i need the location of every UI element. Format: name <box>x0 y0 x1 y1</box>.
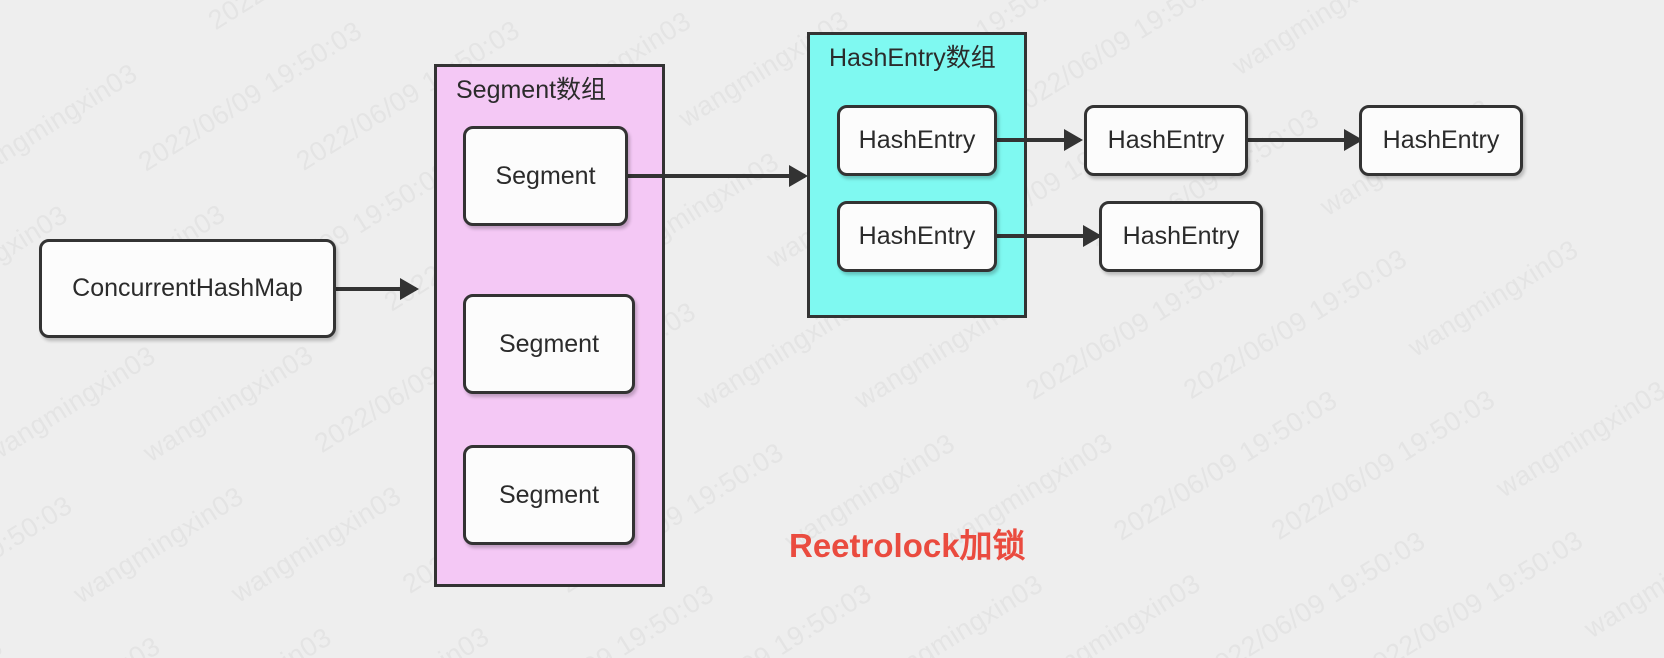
arrow-hashentry-row2-link1 <box>997 234 1099 238</box>
segment-label: Segment <box>498 480 600 509</box>
arrow-hashentry-row1-link2 <box>1248 138 1360 142</box>
hashentry-node[interactable]: HashEntry <box>837 105 997 176</box>
hashentry-label: HashEntry <box>858 222 976 250</box>
segment-node[interactable]: Segment <box>463 126 628 226</box>
segment-label: Segment <box>498 329 600 358</box>
watermark-text: wangmingxin03 <box>156 622 337 658</box>
hashentry-label: HashEntry <box>1107 126 1225 154</box>
watermark-text: 2022/06/09 19:50:03 <box>1266 383 1501 546</box>
hashentry-node[interactable]: HashEntry <box>837 201 997 272</box>
segment-label: Segment <box>495 161 596 190</box>
concurrenthashmap-label: ConcurrentHashMap <box>72 274 303 302</box>
watermark-text: wangmingxin03 <box>1402 234 1584 363</box>
arrow-hashentry-row1-link1 <box>997 138 1080 142</box>
watermark-text: wangmingxin03 <box>867 568 1049 658</box>
hashentry-label: HashEntry <box>1382 126 1500 154</box>
watermark-text: 2022/06/09 19:50:03 <box>0 489 78 652</box>
watermark-text: 2022/06/09 19:50:03 <box>1108 384 1343 547</box>
hashentry-node[interactable]: HashEntry <box>1099 201 1263 272</box>
hashentry-label: HashEntry <box>1122 222 1240 250</box>
segment-node[interactable]: Segment <box>463 445 635 545</box>
watermark-text: wangmingxin03 <box>1227 0 1408 81</box>
watermark-text: wangmingxin03 <box>314 621 495 658</box>
watermark-text: 2022/06/09 19:50:03 <box>643 578 878 658</box>
watermark-text: wangmingxin03 <box>1025 567 1206 658</box>
watermark-text: wangmingxin03 <box>1578 515 1664 644</box>
watermark-text: wangmingxin03 <box>0 57 143 187</box>
segment-node[interactable]: Segment <box>463 294 635 394</box>
watermark-text: 2022/06/09 19:50:03 <box>0 631 166 658</box>
watermark-text: 2022/06/09 19:50:03 <box>485 578 720 658</box>
hashentry-array-title: HashEntry数组 <box>829 44 996 72</box>
watermark-text: wangmingxin03 <box>0 340 161 469</box>
segment-array-title: Segment数组 <box>456 76 607 104</box>
watermark-text: wangmingxin03 <box>225 480 407 609</box>
watermark-text: wangmingxin03 <box>68 480 249 610</box>
watermark-text: wangmingxin03 <box>137 339 319 468</box>
watermark-text: 2022/06/09 19:50:03 <box>133 15 368 178</box>
watermark-text: 2022/06/09 19:50:03 <box>0 631 8 658</box>
watermark-text: 2022/06/09 19:50:03 <box>1354 524 1589 658</box>
lock-caption: Reetrolock加锁 <box>789 527 1026 564</box>
arrow-segment-to-hashentry-group <box>628 174 805 178</box>
watermark-text: 2022/06/09 19:50:03 <box>1196 525 1431 658</box>
hashentry-node[interactable]: HashEntry <box>1359 105 1523 176</box>
concurrenthashmap-node[interactable]: ConcurrentHashMap <box>39 239 336 338</box>
watermark-text: 2022/06/09 19:50:03 <box>203 0 438 36</box>
hashentry-node[interactable]: HashEntry <box>1084 105 1248 176</box>
hashentry-label: HashEntry <box>858 126 976 154</box>
arrow-root-to-segment-group <box>336 287 416 291</box>
watermark-text: wangmingxin03 <box>1490 374 1664 504</box>
